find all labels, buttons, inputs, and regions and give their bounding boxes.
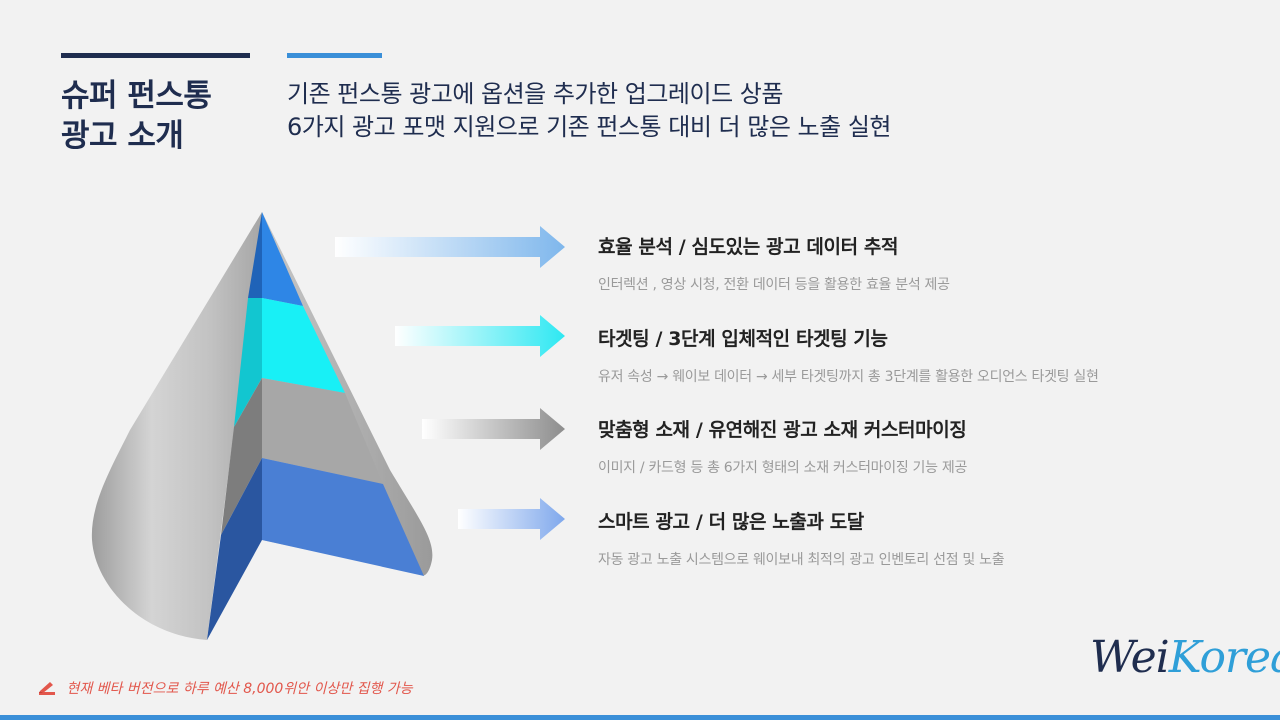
feature-desc-smart-ads: 자동 광고 노출 시스템으로 웨이보내 최적의 광고 인벤토리 선점 및 노출 [598, 549, 1004, 569]
feature-desc-targeting: 유저 속성 → 웨이보 데이터 → 세부 타겟팅까지 총 3단계를 활용한 오디… [598, 366, 1099, 386]
logo-korea: Korea [1169, 632, 1280, 683]
bottom-accent-line [0, 715, 1280, 720]
feature-title-targeting: 타겟팅 / 3단계 입체적인 타겟팅 기능 [598, 324, 888, 351]
weikorea-logo: WeiKorea [1090, 632, 1280, 683]
cone-layer-cyan [262, 298, 345, 393]
cone-illustration [0, 0, 460, 660]
beta-note-text: 현재 베타 버전으로 하루 예산 8,000위안 이상만 집행 가능 [66, 681, 412, 697]
arrow-3-icon [422, 408, 565, 450]
logo-wei: Wei [1090, 632, 1169, 683]
feature-title-smart-ads: 스마트 광고 / 더 많은 노출과 도달 [598, 507, 864, 534]
pen-icon [36, 680, 58, 696]
feature-title-analytics: 효율 분석 / 심도있는 광고 데이터 추적 [598, 232, 898, 259]
arrow-1-icon [335, 226, 565, 268]
feature-title-creative: 맞춤형 소재 / 유연해진 광고 소재 커스터마이징 [598, 415, 966, 442]
feature-desc-analytics: 인터렉션 , 영상 시청, 전환 데이터 등을 활용한 효율 분석 제공 [598, 274, 950, 294]
feature-desc-creative: 이미지 / 카드형 등 총 6가지 형태의 소재 커스터마이징 기능 제공 [598, 457, 967, 477]
arrow-2-icon [395, 315, 565, 357]
beta-note: 현재 베타 버전으로 하루 예산 8,000위안 이상만 집행 가능 [36, 678, 413, 698]
arrow-4-icon [458, 498, 565, 540]
